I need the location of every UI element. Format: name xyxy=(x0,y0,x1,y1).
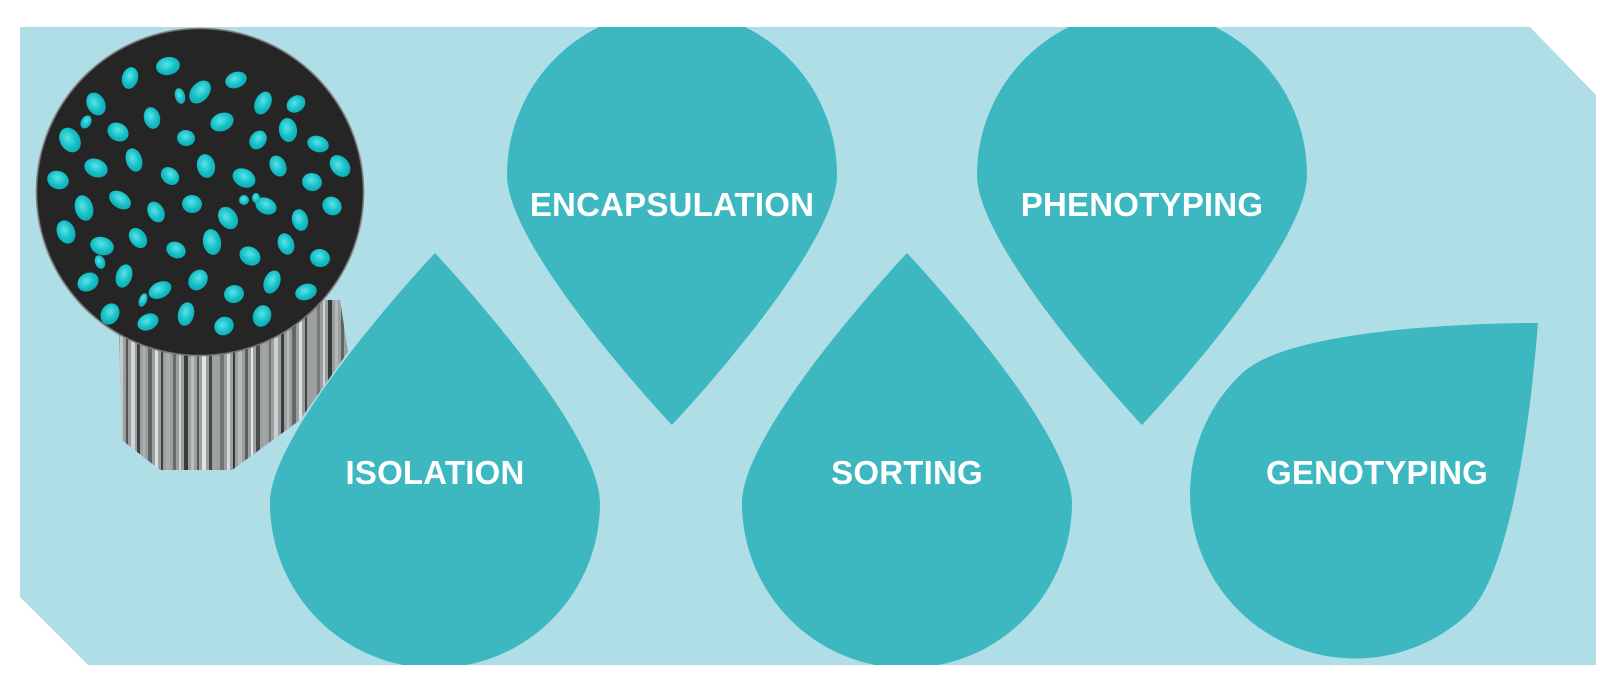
droplet-label-sorting: SORTING xyxy=(831,454,983,491)
droplet-label-encapsulation: ENCAPSULATION xyxy=(529,186,815,223)
droplet-label-isolation: ISOLATION xyxy=(345,454,525,491)
droplet-label-phenotyping: PHENOTYPING xyxy=(1020,186,1264,223)
droplet-label-genotyping: GENOTYPING xyxy=(1265,454,1489,491)
cell-nuclei-micrograph xyxy=(35,27,365,357)
nuclei-group xyxy=(47,56,351,336)
